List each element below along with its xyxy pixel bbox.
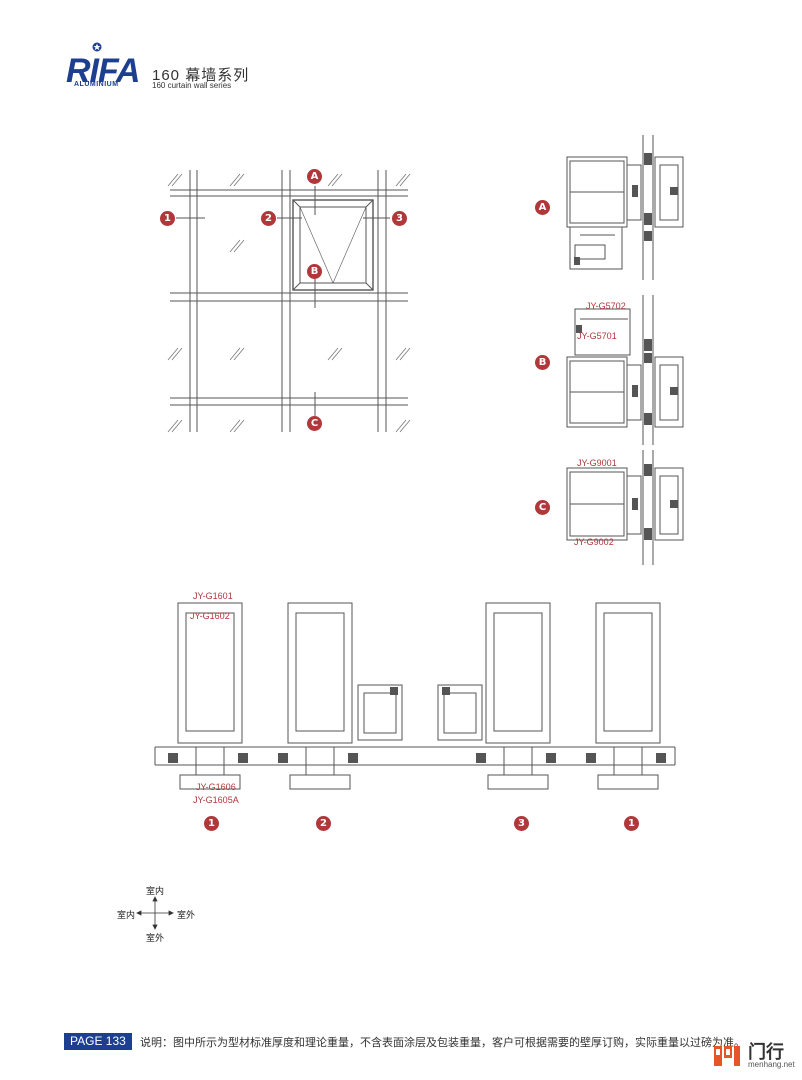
logo-subtext: ALUMINIUM [74,81,119,88]
profile-label-g9002: JY-G9002 [574,537,614,547]
orientation-label-bottom: 室外 [146,933,165,943]
detail-marker-b: B [535,355,550,370]
section-marker-1: 1 [204,816,219,831]
section-marker-1-right: 1 [624,816,639,831]
orientation-arrows-icon [136,896,174,930]
detail-marker-a: A [535,200,550,215]
section-marker-2: 2 [316,816,331,831]
detail-a-drawing [566,135,684,280]
orientation-label-top: 室内 [146,886,165,896]
elevation-drawing [167,170,411,433]
elevation-marker-c: C [307,416,322,431]
profile-label-g1606: JY-G1606 [196,782,236,792]
orientation-label-left: 室内 [117,910,136,920]
elevation-marker-a: A [307,169,322,184]
series-title: 160 幕墙系列 [152,67,250,84]
watermark-logo-icon [714,1046,740,1066]
detail-marker-c: C [535,500,550,515]
elevation-marker-b: B [307,264,322,279]
profile-label-g1601: JY-G1601 [193,591,233,601]
watermark-url: menhang.net [748,1060,795,1069]
elevation-marker-2: 2 [261,211,276,226]
profile-label-g5701: JY-G5701 [577,331,617,341]
series-subtitle: 160 curtain wall series [152,81,232,90]
detail-b-drawing [566,295,684,445]
horizontal-sections-drawing [154,602,676,790]
profile-label-g9001: JY-G9001 [577,458,617,468]
logo: RIFA [66,52,140,90]
profile-label-g1602: JY-G1602 [190,611,230,621]
elevation-marker-1: 1 [160,211,175,226]
detail-c-drawing [566,450,684,565]
watermark-name: 门行 [748,1042,784,1062]
page-number: PAGE 133 [64,1033,132,1050]
profile-label-g1605a: JY-G1605A [193,795,239,805]
logo-star-icon [92,42,102,52]
section-marker-3: 3 [514,816,529,831]
footer-note: 说明：图中所示为型材标准厚度和理论重量，不含表面涂层及包装重量，客户可根据需要的… [140,1037,745,1049]
profile-label-g5702: JY-G5702 [586,301,626,311]
orientation-label-right: 室外 [177,910,196,920]
elevation-marker-3: 3 [392,211,407,226]
